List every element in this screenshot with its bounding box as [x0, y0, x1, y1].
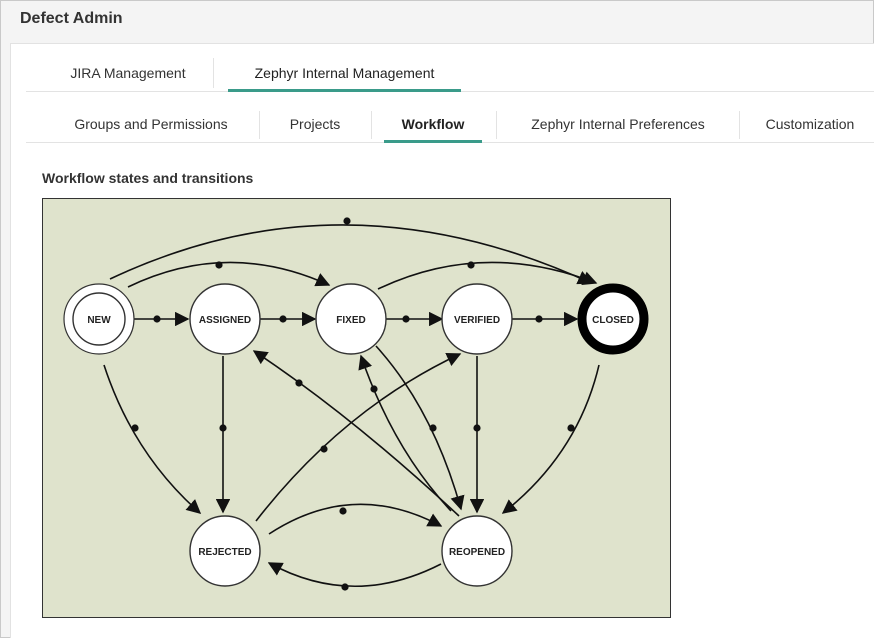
tab-jira-management[interactable]: JIRA Management [48, 58, 208, 92]
tab-projects[interactable]: Projects [272, 107, 358, 143]
title-bar: Defect Admin [1, 1, 873, 39]
transition-marker[interactable] [429, 424, 437, 432]
transition-marker[interactable] [567, 424, 575, 432]
state-rejected[interactable]: REJECTED [189, 515, 261, 587]
state-new[interactable]: NEW [63, 283, 135, 355]
main-panel: JIRA Management Zephyr Internal Manageme… [10, 43, 874, 638]
arrow-reopened-rejected [267, 562, 442, 588]
transition-marker[interactable] [215, 261, 223, 269]
state-label: VERIFIED [454, 315, 500, 326]
tab-separator [496, 111, 497, 139]
main-tabs: JIRA Management Zephyr Internal Manageme… [26, 58, 874, 92]
transition-marker[interactable] [219, 424, 227, 432]
transition-arrows [103, 224, 600, 588]
transition-markers [131, 217, 575, 591]
state-closed[interactable]: CLOSED [577, 283, 649, 355]
state-verified[interactable]: VERIFIED [441, 283, 513, 355]
tab-label: Zephyr Internal Preferences [531, 116, 705, 132]
tab-separator [739, 111, 740, 139]
transition-marker[interactable] [131, 424, 139, 432]
transition-marker[interactable] [153, 315, 161, 323]
tab-label: Customization [765, 116, 855, 132]
tab-zephyr-internal-management[interactable]: Zephyr Internal Management [228, 58, 461, 92]
section-title: Workflow states and transitions [42, 170, 254, 186]
arrow-new-fixed [127, 261, 331, 288]
tab-separator [213, 58, 214, 88]
arrow-closed-reopened [501, 364, 600, 514]
transition-marker[interactable] [370, 385, 378, 393]
transition-marker[interactable] [320, 445, 328, 453]
page-title: Defect Admin [20, 10, 123, 27]
tab-label: Workflow [401, 116, 465, 132]
workflow-diagram-svg: NEW ASSIGNED FIXED VERIFIED CLOSED [63, 217, 649, 591]
tab-label: Groups and Permissions [74, 116, 228, 132]
tab-separator [259, 111, 260, 139]
transition-marker[interactable] [473, 424, 481, 432]
arrow-reopened-fixed [358, 354, 452, 512]
sub-tabs: Groups and Permissions Projects Workflow… [26, 107, 874, 143]
tab-label: JIRA Management [70, 65, 186, 81]
state-label: NEW [87, 315, 111, 326]
state-label: CLOSED [592, 315, 634, 326]
tab-label: Zephyr Internal Management [254, 65, 435, 81]
state-assigned[interactable]: ASSIGNED [189, 283, 261, 355]
workflow-diagram: NEW ASSIGNED FIXED VERIFIED CLOSED [42, 198, 671, 618]
arrow-fixed-closed [377, 261, 598, 290]
arrow-new-closed [109, 224, 593, 285]
state-label: REJECTED [198, 547, 251, 558]
state-label: FIXED [336, 315, 365, 326]
tab-label: Projects [289, 116, 341, 132]
tab-separator [371, 111, 372, 139]
state-label: REOPENED [449, 547, 505, 558]
state-reopened[interactable]: REOPENED [441, 515, 513, 587]
state-label: ASSIGNED [199, 315, 251, 326]
tab-customization[interactable]: Customization [754, 107, 866, 143]
transition-marker[interactable] [402, 315, 410, 323]
transition-marker[interactable] [279, 315, 287, 323]
transition-marker[interactable] [343, 217, 351, 225]
tab-workflow[interactable]: Workflow [384, 107, 482, 143]
arrow-new-rejected [103, 364, 202, 514]
state-fixed[interactable]: FIXED [315, 283, 387, 355]
arrow-rejected-reopened [268, 503, 443, 535]
transition-marker[interactable] [535, 315, 543, 323]
tab-zephyr-internal-preferences[interactable]: Zephyr Internal Preferences [509, 107, 727, 143]
arrow-rejected-verified [255, 353, 462, 522]
tab-groups-and-permissions[interactable]: Groups and Permissions [48, 107, 254, 143]
arrow-reopened-assigned [252, 350, 460, 517]
transition-marker[interactable] [339, 507, 347, 515]
transition-marker[interactable] [341, 583, 349, 591]
arrow-fixed-reopened [375, 345, 465, 511]
transition-marker[interactable] [295, 379, 303, 387]
transition-marker[interactable] [467, 261, 475, 269]
